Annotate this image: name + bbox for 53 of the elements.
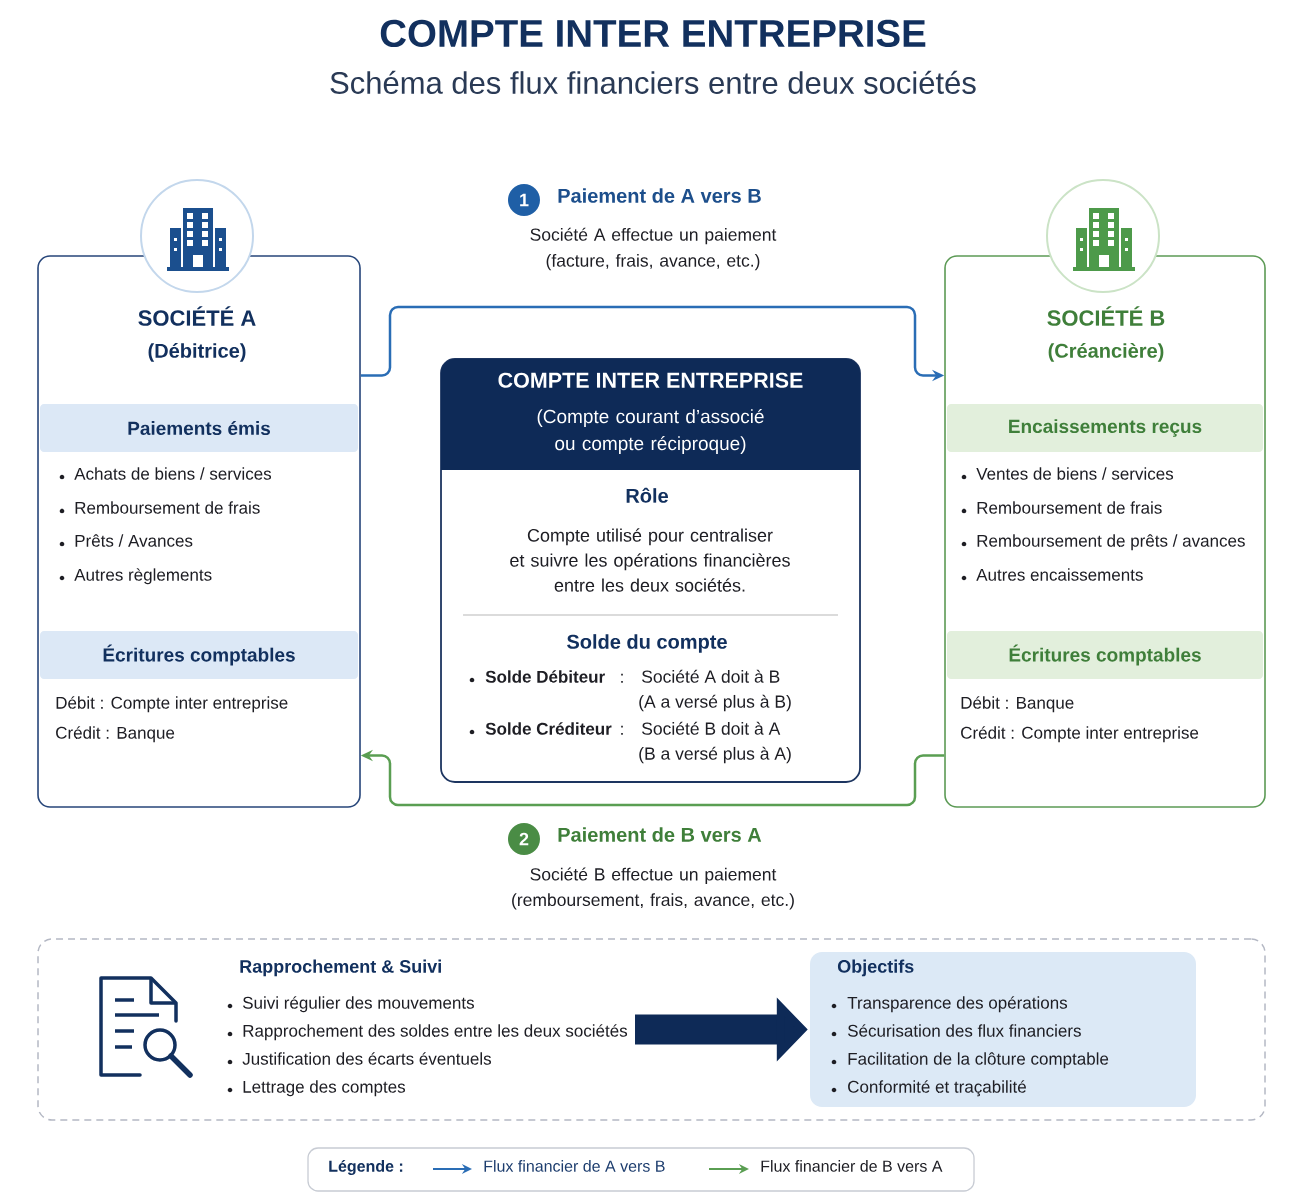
- section-band: Écritures comptables: [40, 631, 358, 679]
- section-band: Écritures comptables: [947, 631, 1263, 679]
- flow-description: Société B effectue un paiement (remboursement, frais, avance, etc.): [512, 867, 794, 910]
- subtitle: Schéma des flux financiers entre deux sociétés: [330, 70, 976, 94]
- legend-label: Flux financier de A vers B: [484, 1160, 665, 1172]
- dashed-frame: [37, 938, 1266, 1121]
- balance-term: Solde Créditeur: [485, 722, 612, 735]
- list-item: Rapprochement des soldes entre les deux sociétés: [243, 1024, 628, 1041]
- balance-term: Solde Débiteur: [485, 670, 605, 683]
- number-badge: 2: [508, 823, 540, 855]
- balance-note: (B a versé plus à A): [639, 746, 791, 764]
- list-item: Autres encaissements: [976, 568, 1143, 581]
- section-title: Rapprochement & Suivi: [240, 959, 441, 977]
- card-title: SOCIÉTÉ A: [138, 306, 256, 326]
- accounting-entry: Débit : Compte inter entreprise: [56, 696, 288, 713]
- number-badge: 1: [508, 184, 540, 216]
- card-subtitle: (Débitrice): [148, 343, 246, 362]
- accounting-entry: Crédit : Banque: [56, 726, 175, 743]
- list-item: Remboursement de frais: [75, 501, 260, 514]
- list-item: Conformité et traçabilité: [848, 1080, 1026, 1097]
- section-band: Encaissements reçus: [947, 404, 1263, 452]
- list-item: Remboursement de frais: [977, 501, 1162, 514]
- list-item: Transparence des opérations: [847, 996, 1068, 1013]
- list-item: Suivi régulier des mouvements: [243, 996, 474, 1013]
- balance-meaning: Société A doit à B: [642, 669, 780, 683]
- list-item: Remboursement de prêts / avances: [977, 534, 1245, 551]
- step-title: Paiement de B vers A: [558, 827, 762, 842]
- section-title: Objectifs: [837, 959, 914, 977]
- list-item: Prêts / Avances: [75, 534, 193, 547]
- colon: :: [621, 725, 623, 735]
- legend-label: Flux financier de B vers A: [761, 1160, 943, 1172]
- accounting-entry: Débit : Banque: [961, 696, 1074, 713]
- section-title: Rôle: [626, 487, 668, 503]
- colon: :: [621, 673, 623, 683]
- section-title: Solde du compte: [567, 634, 727, 653]
- list-item: Facilitation de la clôture comptable: [848, 1052, 1109, 1069]
- section-band: Paiements émis: [40, 404, 358, 452]
- accounting-entry: Crédit : Compte inter entreprise: [961, 726, 1199, 743]
- list-item: Autres règlements: [74, 568, 212, 585]
- paragraph: Compte utilisé pour centraliser et suivre les opérations financières entre les deux sociétés.: [510, 528, 790, 592]
- balance-note: (A a versé plus à B): [639, 694, 791, 712]
- flow-description: Société A effectue un paiement (facture, frais, avance, etc.): [530, 227, 777, 271]
- list-item: Justification des écarts éventuels: [242, 1052, 491, 1065]
- list-item: Ventes de biens / services: [976, 467, 1174, 480]
- list-item: Achats de biens / services: [74, 467, 272, 480]
- list-item: Lettrage des comptes: [243, 1080, 406, 1097]
- card-subtitle: (Créancière): [1048, 343, 1164, 362]
- legend-title: Légende :: [329, 1159, 403, 1176]
- step-title: Paiement de A vers B: [558, 188, 761, 203]
- list-item: Sécurisation des flux financiers: [848, 1024, 1081, 1037]
- card-title: SOCIÉTÉ B: [1047, 306, 1165, 326]
- balance-meaning: Société B doit à A: [642, 721, 781, 735]
- title: COMPTE INTER ENTREPRISE: [380, 19, 926, 47]
